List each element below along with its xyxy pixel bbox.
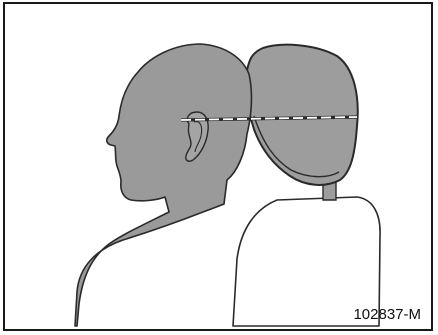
figure-frame: 102837-M bbox=[3, 2, 433, 331]
headrest-illustration bbox=[5, 4, 431, 329]
headrest bbox=[246, 45, 358, 185]
figure-code-label: 102837-M bbox=[353, 306, 421, 323]
person-silhouette bbox=[75, 44, 251, 326]
